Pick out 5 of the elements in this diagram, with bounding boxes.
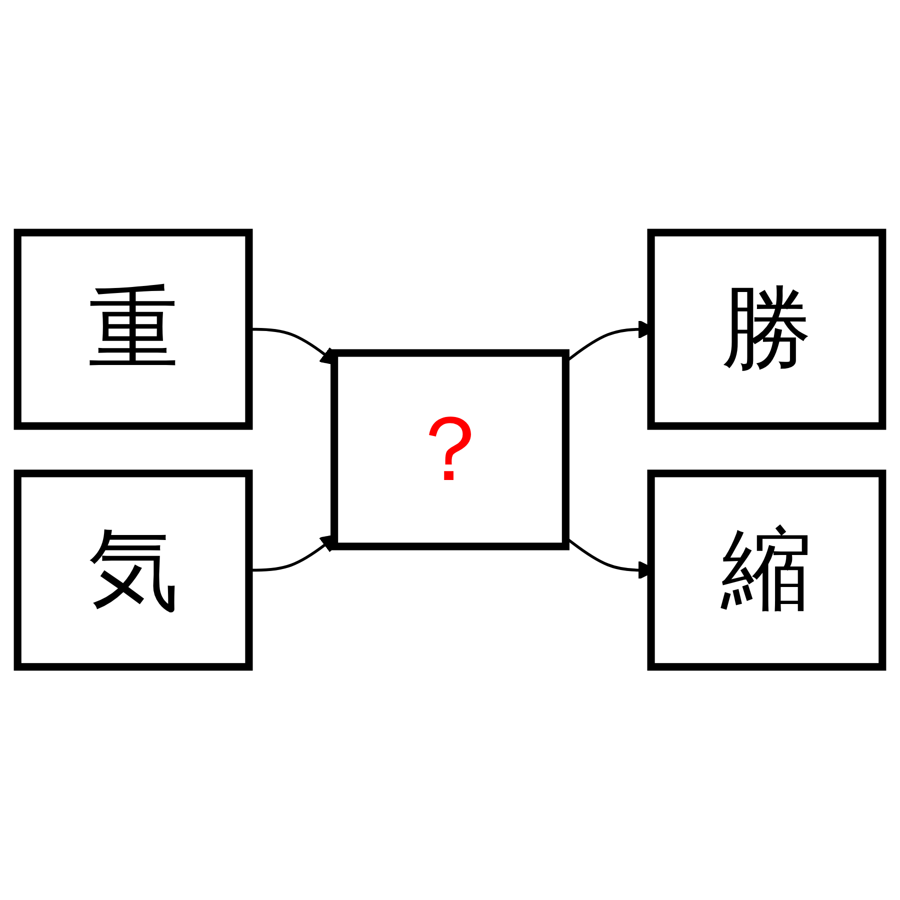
node-box: 気 [14,470,253,671]
node-box: 縮 [647,470,886,671]
node-box: ？ [330,349,570,551]
node-box: 勝 [647,229,886,430]
node-box: 重 [14,229,253,430]
